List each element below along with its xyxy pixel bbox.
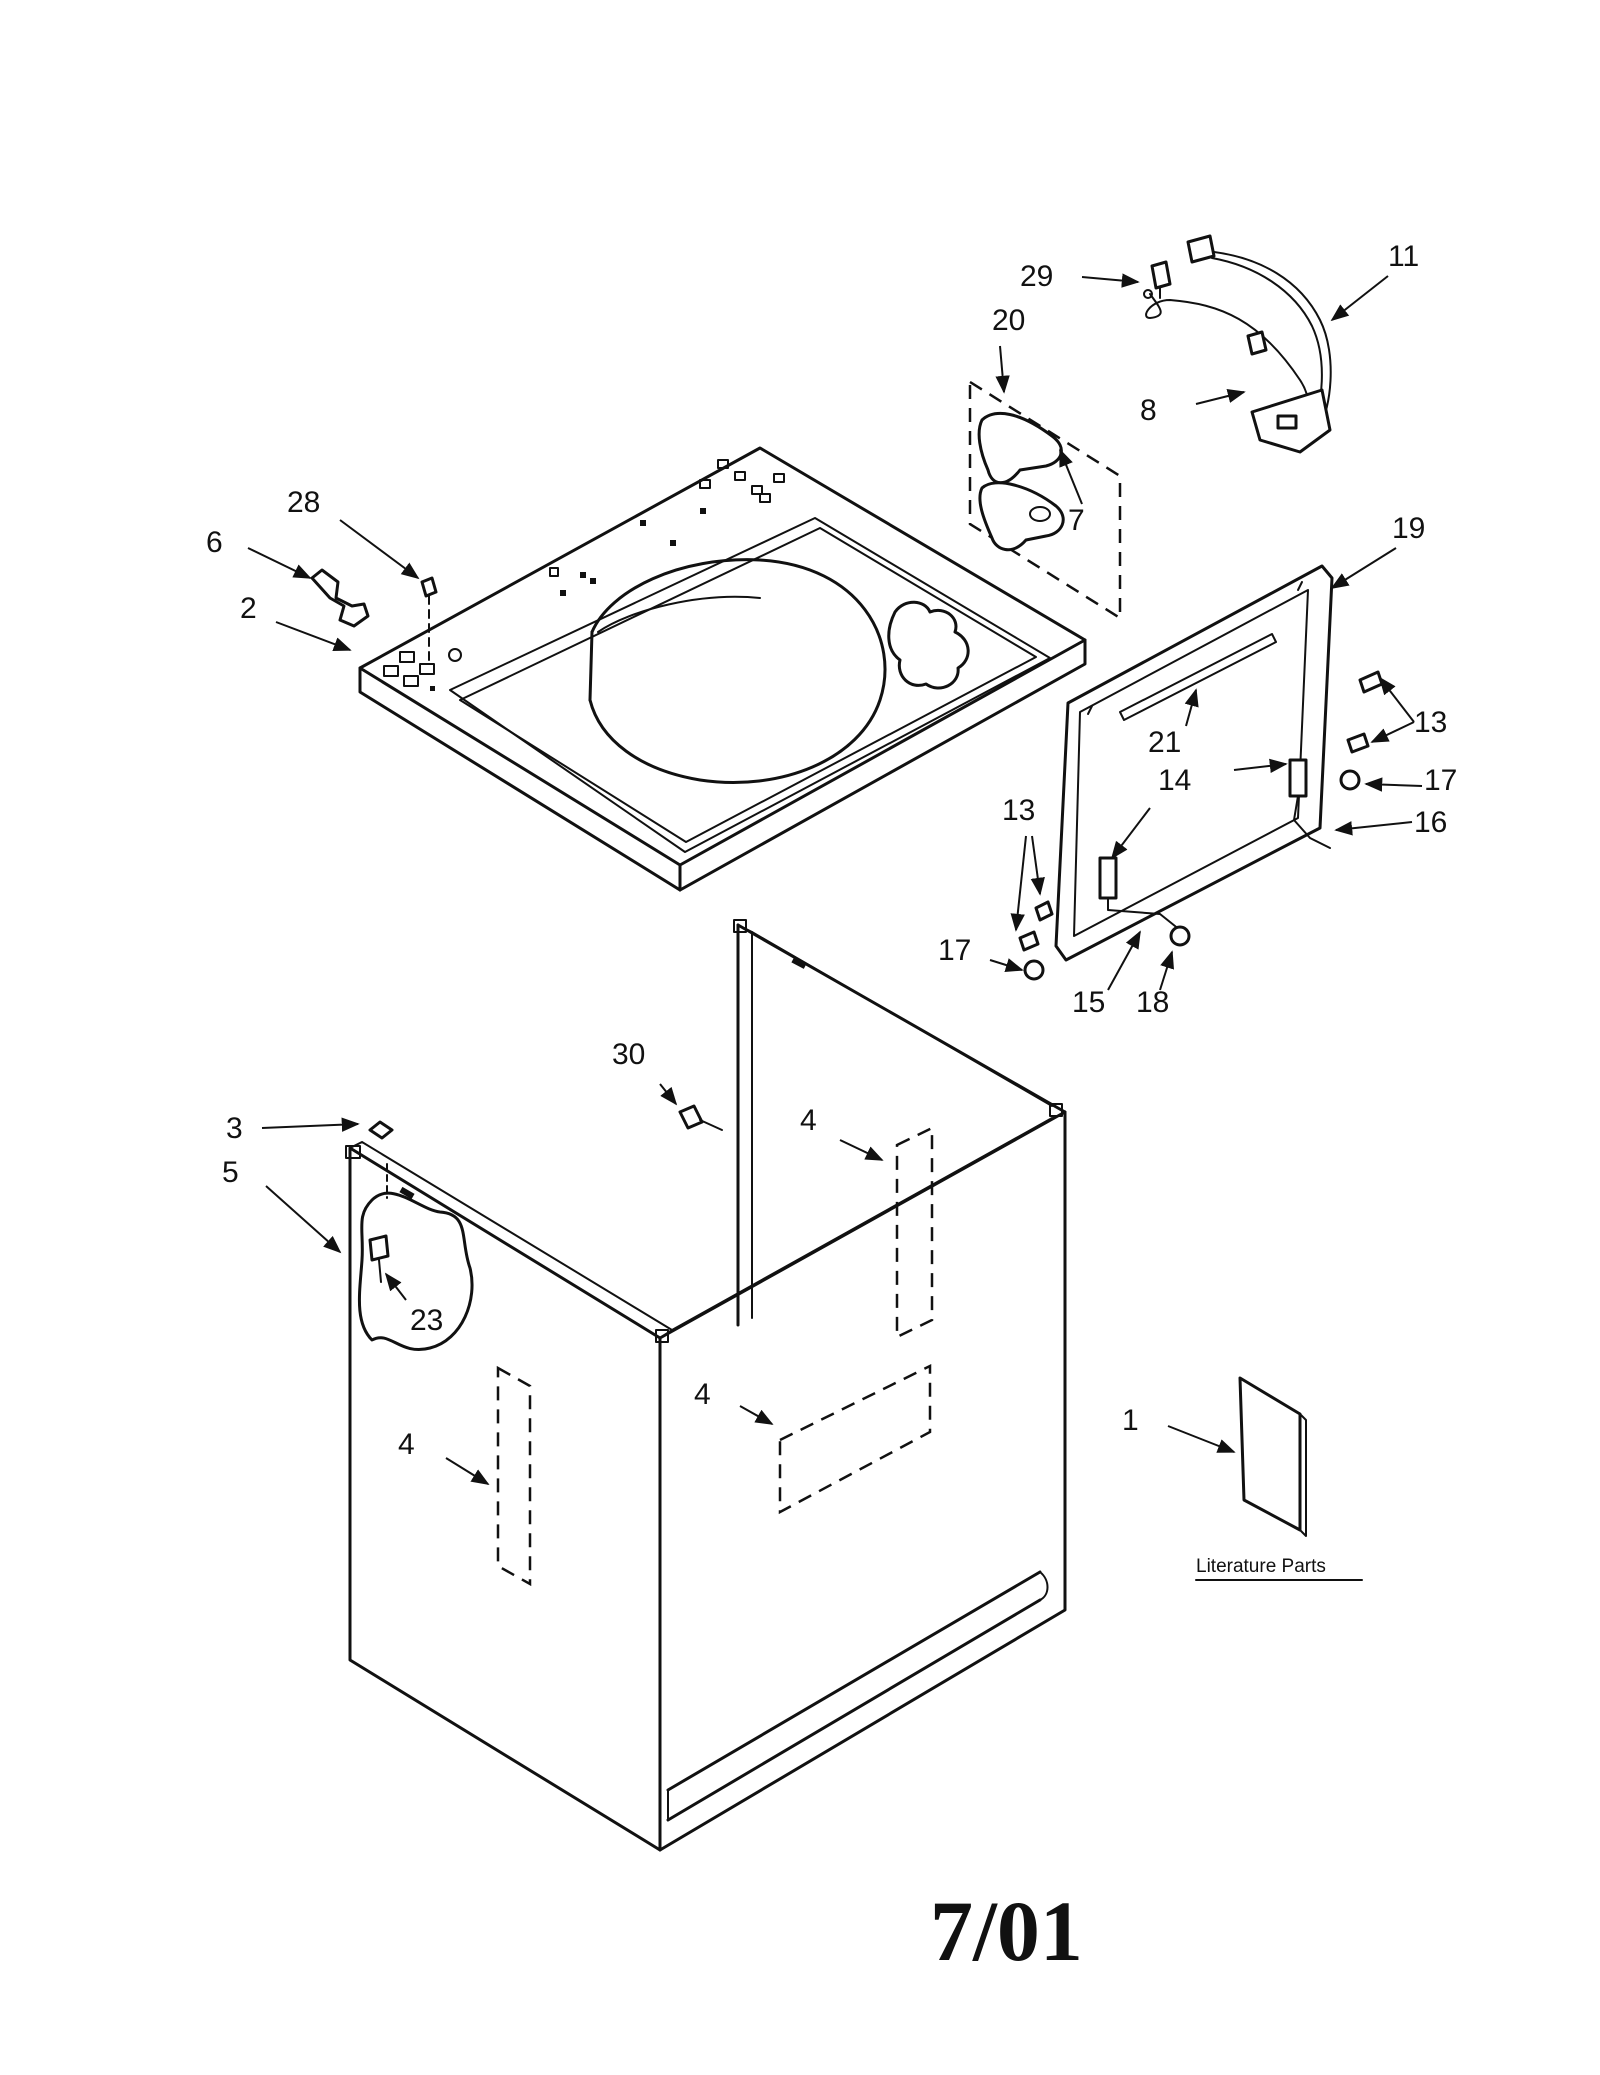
- callout-1: 1: [1122, 1404, 1139, 1437]
- callout-8: 8: [1140, 394, 1157, 427]
- callout-4-front: 4: [694, 1378, 711, 1411]
- callout-4-side: 4: [398, 1428, 415, 1461]
- lid-assembly: [1018, 564, 1384, 981]
- callout-21: 21: [1148, 726, 1181, 759]
- clip-part-28: [420, 576, 438, 663]
- callout-5: 5: [222, 1156, 239, 1189]
- callout-23: 23: [410, 1304, 443, 1337]
- clip-part-3: [368, 1120, 394, 1140]
- callout-13-left: 13: [1002, 794, 1035, 827]
- callout-17-left: 17: [938, 934, 971, 967]
- callout-30: 30: [612, 1038, 645, 1071]
- callout-29: 29: [1020, 260, 1053, 293]
- leader-arrows: [247, 273, 1423, 1485]
- callout-20: 20: [992, 304, 1025, 337]
- callout-2: 2: [240, 592, 257, 625]
- callout-15: 15: [1072, 986, 1105, 1019]
- callout-6: 6: [206, 526, 223, 559]
- callout-7: 7: [1068, 504, 1085, 537]
- callout-18: 18: [1136, 986, 1169, 1019]
- literature-parts-label: Literature Parts: [1196, 1556, 1326, 1577]
- callout-4-back: 4: [800, 1104, 817, 1137]
- callout-28: 28: [287, 486, 320, 519]
- callout-14: 14: [1158, 764, 1191, 797]
- literature-parts: [1195, 1376, 1363, 1581]
- screw-part-30: [678, 1104, 723, 1131]
- top-panel: [358, 446, 1087, 892]
- callout-11: 11: [1388, 240, 1419, 273]
- lid-switch-harness: [1143, 234, 1332, 454]
- date-stamp: 7/01: [930, 1883, 1083, 1979]
- callout-13-right: 13: [1414, 706, 1447, 739]
- cabinet: [345, 919, 1067, 1852]
- callout-16: 16: [1414, 806, 1447, 839]
- callout-19: 19: [1392, 512, 1425, 545]
- callout-3: 3: [226, 1112, 243, 1145]
- hinge-clip-part-6: [310, 568, 370, 628]
- dispenser-group: [968, 379, 1122, 621]
- callout-17-right: 17: [1424, 764, 1457, 797]
- screw-part-23: [368, 1234, 390, 1283]
- callout-labels: 29 20 11 8 7 19 28 6 2 13 21 14 17 16 13…: [206, 240, 1457, 1577]
